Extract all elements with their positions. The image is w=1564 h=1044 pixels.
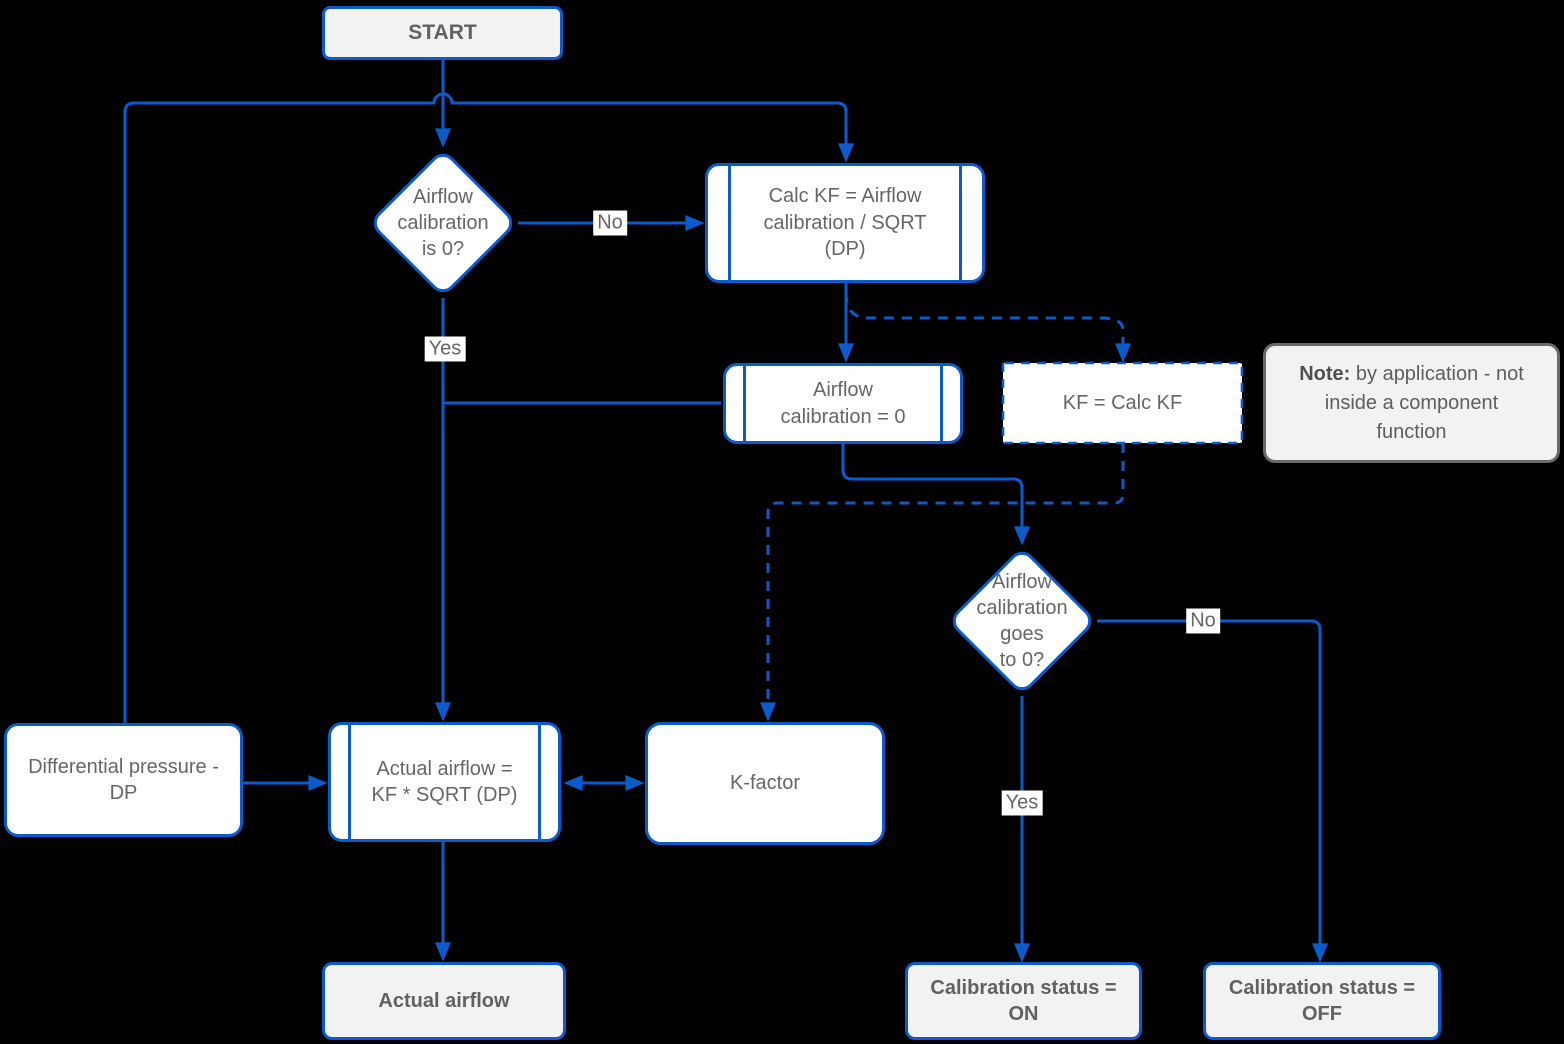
note-text: Note: by application - not inside a comp… (1299, 360, 1524, 447)
edge-label-decision2-yes: Yes (1001, 790, 1043, 816)
edge-decision2-no-to-status-off (1097, 619, 1328, 963)
process-k-factor-label: K-factor (729, 772, 801, 795)
kf-equals-calc-kf-dashed-border (1001, 361, 1244, 445)
process-kf-equals-calc-kf-label: KF = Calc KF (1062, 391, 1183, 414)
decision1-label: Airflow calibration is 0? (397, 186, 489, 260)
process-airflow-calibration-0-label: Airflow calibration = 0 (780, 379, 906, 428)
process-airflow-calibration-0: Airflow calibration = 0 (723, 363, 963, 444)
inner-line-left (728, 166, 731, 280)
edge-calc-kf-to-kf-equals-calc-kf (844, 292, 1131, 363)
note-body: by application - not inside a component … (1324, 362, 1524, 443)
decision2-label: Airflow calibration goes to 0? (976, 571, 1068, 671)
terminal-calibration-status-on-label: Calibration status = ON (930, 976, 1117, 1025)
inner-line-left (348, 725, 351, 839)
node-start: START (322, 6, 563, 60)
io-differential-pressure-dp-label: Differential pressure - DP (28, 755, 219, 804)
edge-airflow-calibration-0-to-decision2 (841, 444, 1030, 546)
terminal-actual-airflow: Actual airflow (322, 962, 566, 1040)
process-actual-airflow-calc-label: Actual airflow = KF * SQRT (DP) (371, 757, 518, 806)
edge-label-decision2-no: No (1186, 608, 1220, 634)
inner-line-left (743, 366, 746, 441)
edge-kf-equals-calc-kf-to-k-factor (760, 443, 1125, 722)
terminal-calibration-status-off: Calibration status = OFF (1203, 962, 1441, 1040)
terminal-calibration-status-off-label: Calibration status = OFF (1228, 976, 1416, 1025)
process-actual-airflow-calc: Actual airflow = KF * SQRT (DP) (328, 722, 561, 842)
io-differential-pressure-dp: Differential pressure - DP (4, 723, 243, 837)
process-calc-kf-label: Calc KF = Airflow calibration / SQRT (DP… (763, 185, 927, 261)
edge-label-decision1-no: No (593, 210, 627, 236)
note-bold-prefix: Note: (1299, 362, 1351, 385)
note-box: Note: by application - not inside a comp… (1263, 343, 1560, 463)
terminal-calibration-status-on: Calibration status = ON (905, 962, 1142, 1040)
process-k-factor: K-factor (645, 722, 885, 845)
inner-line-right (538, 725, 541, 839)
terminal-actual-airflow-label: Actual airflow (378, 989, 510, 1012)
process-calc-kf: Calc KF = Airflow calibration / SQRT (DP… (705, 163, 985, 283)
edge-label-decision1-yes: Yes (424, 336, 466, 362)
decision-airflow-calibration-is-0: Airflow calibration is 0? (368, 148, 518, 298)
inner-line-right (959, 166, 962, 280)
process-kf-equals-calc-kf: KF = Calc KF (1003, 363, 1242, 443)
decision-airflow-calibration-goes-to-0: Airflow calibration goes to 0? (947, 546, 1097, 696)
inner-line-right (940, 366, 943, 441)
node-start-label: START (408, 21, 477, 45)
edge-dp-to-calc-kf (123, 92, 854, 723)
